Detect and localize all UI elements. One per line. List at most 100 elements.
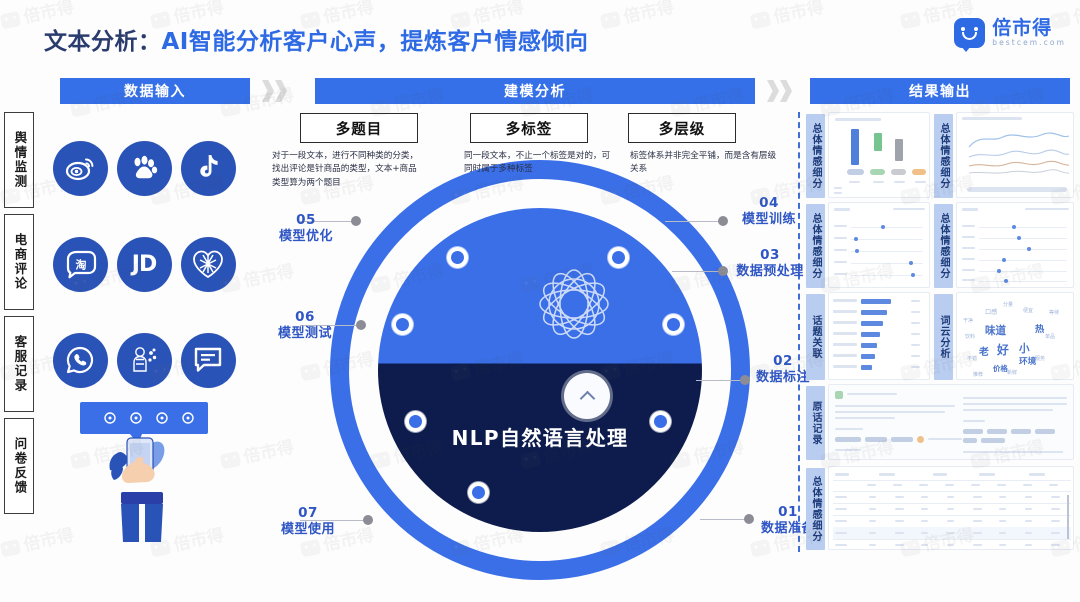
xiaohongshu-snowflake-icon (180, 236, 236, 292)
word-cloud-term[interactable]: 服务 (1035, 356, 1046, 362)
page-title-prefix: 文本分析： (44, 29, 162, 55)
output-tag-sentiment-breakdown-4[interactable]: 总体情感细分 (934, 204, 953, 288)
output-tag-sentiment-breakdown-5[interactable]: 总体情感细分 (806, 468, 825, 550)
step-04[interactable]: 04 模型训练 (731, 195, 807, 227)
step-02-name: 数据标注 (755, 369, 810, 385)
source-icon-grid: 淘 JD (48, 120, 240, 408)
concept-title-multi-question: 多题目 (300, 113, 418, 143)
step-dot-03[interactable] (718, 266, 728, 276)
douyin-icon (180, 140, 236, 196)
jd-icon: JD (116, 236, 172, 292)
chat-bubble-icon (180, 332, 236, 388)
concept-desc-multi-question: 对于一段文本，进行不同种类的分类，找出评论是针商品的类型，文本+商品类型算为两个… (272, 151, 419, 188)
step-07[interactable]: 07 模型使用 (268, 505, 348, 537)
step-dot-02[interactable] (740, 375, 750, 385)
output-card-word-cloud[interactable]: 味道好老 小热环境价格 口感饮料 单品不错 服务 分量便宜干净 等待新鲜 推荐 (956, 292, 1074, 380)
concept-title-multi-label: 多标签 (470, 113, 588, 143)
ring-node-4[interactable] (663, 314, 684, 335)
nlp-center-label: NLP自然语言处理 (451, 426, 629, 450)
ring-node-3[interactable] (392, 314, 413, 335)
smiley-chat-logo-icon (954, 18, 986, 52)
word-cloud-term[interactable]: 好 (997, 343, 1009, 357)
output-card-sentiment-scale-2[interactable] (956, 202, 1074, 288)
word-cloud-term[interactable]: 分量 (1003, 302, 1014, 308)
step-01-name: 数据准备 (760, 520, 815, 536)
step-02[interactable]: 02 数据标注 (745, 353, 821, 385)
output-card-topic-bars[interactable] (828, 292, 930, 380)
svg-text:淘: 淘 (76, 258, 87, 272)
baidu-paw-icon (116, 140, 172, 196)
chevron-right-icon-1 (262, 80, 287, 102)
source-tag-public-opinion: 舆情监测 (4, 112, 34, 208)
step-05[interactable]: 05 模型优化 (266, 212, 346, 244)
word-cloud-term[interactable]: 口感 (985, 309, 998, 316)
output-tag-verbatim-record[interactable]: 原话记录 (806, 386, 825, 460)
word-cloud-term[interactable]: 便宜 (1023, 308, 1034, 314)
output-tag-topic-association[interactable]: 话题关联 (806, 294, 825, 380)
chevron-right-icon-2 (767, 80, 792, 102)
whatsapp-icon (52, 332, 108, 388)
output-tag-word-cloud[interactable]: 词云分析 (934, 294, 953, 380)
concept-desc-multi-level: 标签体系并非完全平铺，而是含有层级关系 (630, 151, 777, 175)
word-cloud-term[interactable]: 干净 (963, 318, 974, 324)
step-07-number: 07 (298, 505, 318, 521)
step-dot-04[interactable] (718, 216, 728, 226)
ring-node-7[interactable] (468, 482, 489, 503)
word-cloud-canvas: 味道好老 小热环境价格 口感饮料 单品不错 服务 分量便宜干净 等待新鲜 推荐 (957, 293, 1073, 379)
ring-node-1[interactable] (447, 247, 468, 268)
step-02-number: 02 (773, 353, 793, 369)
word-cloud-term[interactable]: 小 (1019, 343, 1030, 355)
step-01-number: 01 (778, 504, 798, 520)
logo-name-en: bestcem.com (992, 38, 1066, 48)
section-divider (798, 112, 800, 552)
output-tag-sentiment-breakdown-2[interactable]: 总体情感细分 (934, 114, 953, 198)
ring-inner-disc: NLP自然语言处理 (378, 208, 702, 532)
step-04-name: 模型训练 (741, 211, 796, 227)
output-card-sentiment-trend[interactable] (956, 112, 1074, 198)
step-dot-07[interactable] (363, 515, 373, 525)
chevron-up-icon[interactable] (564, 373, 610, 419)
output-dashboard-panel: 总体情感细分 总体情感细分 总体情感细分 (806, 112, 1074, 552)
word-cloud-term[interactable]: 不错 (967, 356, 978, 362)
word-cloud-term[interactable]: 等待 (1049, 310, 1060, 316)
jd-label: JD (131, 251, 157, 277)
atom-orbit-icon (526, 256, 622, 356)
word-cloud-term[interactable]: 单品 (1045, 334, 1056, 340)
weibo-icon (52, 140, 108, 196)
output-tag-sentiment-breakdown-3[interactable]: 总体情感细分 (806, 204, 825, 288)
page-title: 文本分析：AI智能分析客户心声，提炼客户情感倾向 (44, 22, 588, 56)
step-05-number: 05 (296, 212, 316, 228)
word-cloud-term[interactable]: 环境 (1019, 357, 1037, 367)
output-card-verbatim[interactable] (828, 384, 1074, 460)
brand-logo: 倍市得 bestcem.com (954, 18, 1066, 52)
output-card-sentiment-scale-1[interactable] (828, 202, 930, 288)
source-tag-service-record: 客服记录 (4, 316, 34, 412)
word-cloud-term[interactable]: 推荐 (973, 372, 984, 378)
section-header-modeling: 建模分析 (315, 78, 755, 104)
word-cloud-term[interactable]: 老 (979, 347, 989, 358)
step-07-name: 模型使用 (280, 521, 335, 537)
step-dot-01[interactable] (744, 514, 754, 524)
output-card-sentiment-table[interactable] (828, 466, 1074, 550)
word-cloud-term[interactable]: 新鲜 (1007, 370, 1018, 376)
step-dot-06[interactable] (356, 320, 366, 330)
step-dot-05[interactable] (351, 216, 361, 226)
output-card-sentiment-columns[interactable] (828, 112, 930, 198)
step-06[interactable]: 06 模型测试 (265, 309, 345, 341)
word-cloud-term[interactable]: 味道 (985, 325, 1007, 337)
section-header-data-input: 数据输入 (60, 78, 250, 104)
taobao-icon: 淘 (52, 236, 108, 292)
ring-node-5[interactable] (405, 411, 426, 432)
step-01[interactable]: 01 数据准备 (750, 504, 826, 536)
output-tag-sentiment-breakdown-1[interactable]: 总体情感细分 (806, 114, 825, 198)
customer-service-person-icon (116, 332, 172, 388)
word-cloud-term[interactable]: 热 (1035, 324, 1045, 335)
step-03[interactable]: 03 数据预处理 (727, 247, 813, 279)
ring-node-6[interactable] (650, 411, 671, 432)
concept-title-multi-level: 多层级 (628, 113, 736, 143)
step-03-name: 数据预处理 (736, 263, 804, 279)
ring-node-2[interactable] (608, 247, 629, 268)
step-03-number: 03 (760, 247, 780, 263)
word-cloud-term[interactable]: 价格 (993, 364, 1008, 373)
word-cloud-term[interactable]: 饮料 (965, 334, 976, 340)
